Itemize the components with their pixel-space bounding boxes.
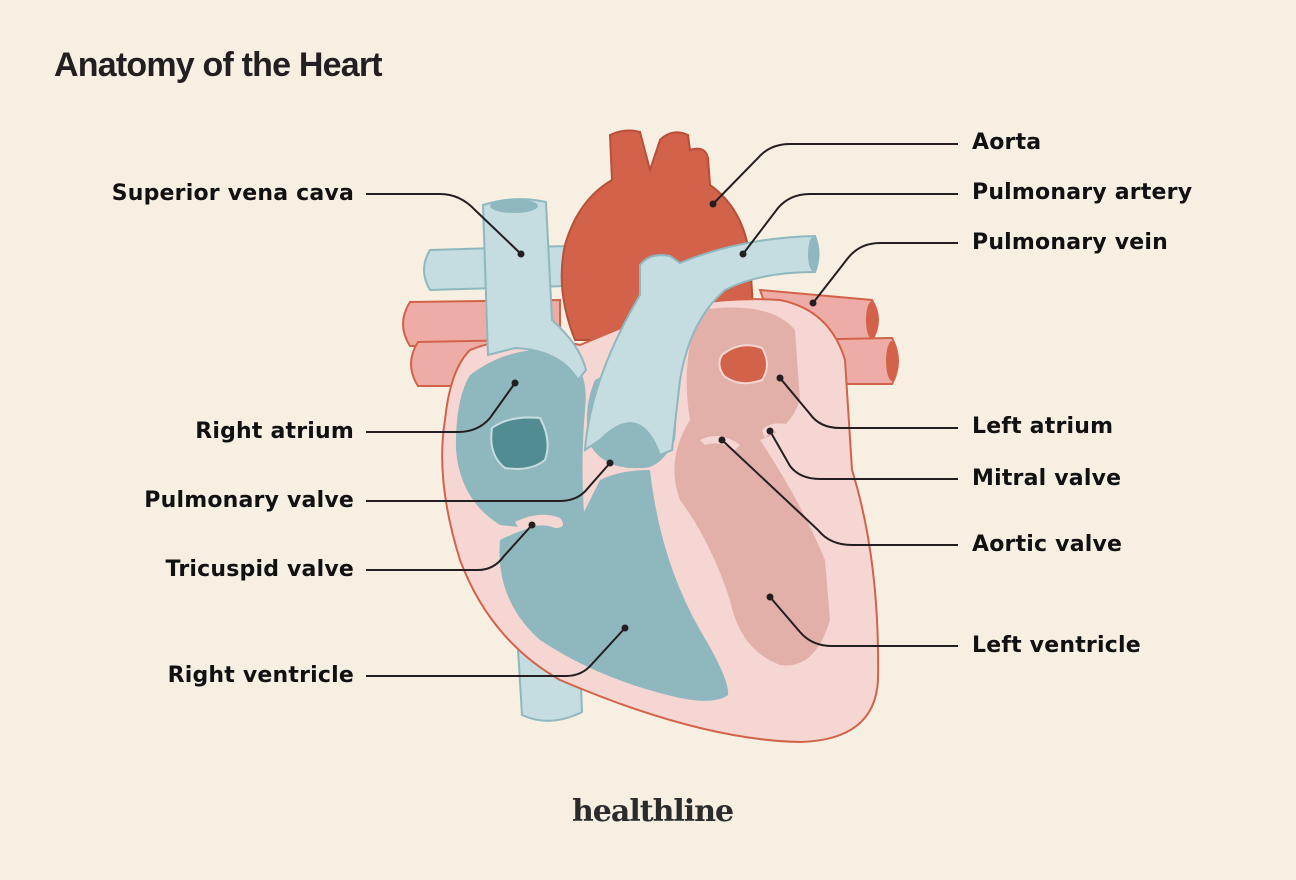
label-pulmonary-valve: Pulmonary valve [144,488,354,513]
label-right-atrium: Right atrium [195,419,354,444]
label-tricuspid-valve: Tricuspid valve [165,557,354,582]
label-pulmonary-artery: Pulmonary artery [972,180,1193,205]
label-aortic-valve: Aortic valve [972,532,1123,557]
leader-dots [511,200,817,632]
label-right-ventricle: Right ventricle [167,663,354,688]
healthline-logo: healthline [572,794,734,829]
label-mitral-valve: Mitral valve [972,466,1122,491]
left-chamber [674,307,830,666]
pulmonary-artery-tube [583,234,820,457]
label-superior-vena-cava: Superior vena cava [111,181,354,206]
tricuspid-valve-shape [515,514,564,530]
label-left-ventricle: Left ventricle [972,633,1141,658]
leader-lines [366,143,958,677]
mitral-valve-shape [762,423,790,438]
label-left-atrium: Left atrium [972,414,1114,439]
right-atrium-dark [490,416,549,470]
pulmonary-vein-opening [718,344,768,385]
label-pulmonary-vein: Pulmonary vein [972,230,1168,255]
label-aorta: Aorta [972,130,1042,155]
page-title: Anatomy of the Heart [54,46,383,84]
